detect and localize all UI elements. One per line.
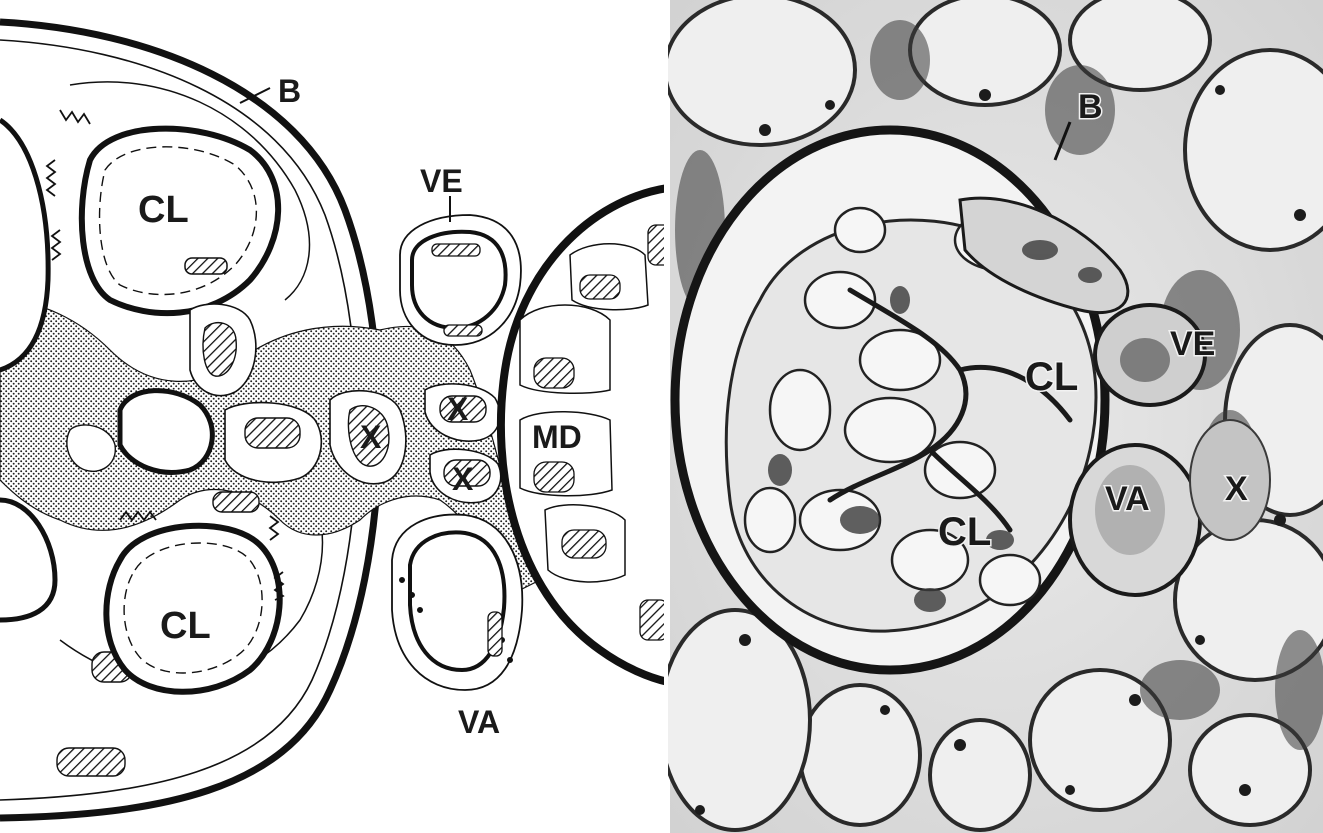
label-x-lower: X	[452, 461, 474, 497]
hatched-nucleus	[580, 275, 620, 299]
hatched-nucleus	[213, 492, 259, 512]
label-ve: VE	[420, 163, 463, 199]
label-cl-bottom: CL	[160, 605, 211, 647]
label-md: MD	[532, 419, 582, 455]
hatched-nucleus	[432, 244, 480, 256]
label-va: VA	[458, 704, 500, 740]
label-x-center: X	[360, 419, 382, 455]
label-b: B	[278, 73, 301, 109]
hatched-nucleus	[444, 325, 482, 336]
hatched-nucleus	[534, 358, 574, 388]
label-ve-micrograph: VE	[1170, 325, 1215, 363]
label-cl-top: CL	[138, 189, 189, 231]
hatched-nucleus	[640, 600, 668, 640]
hatched-nucleus	[562, 530, 606, 558]
schematic-drawing: B VE CL X X X MD CL VA	[0, 0, 672, 833]
hatched-nucleus	[185, 258, 227, 274]
hatched-nucleus	[534, 462, 574, 492]
capillary-loop-central	[120, 391, 212, 473]
label-cl-lower-micrograph: CL	[938, 510, 991, 554]
hatched-nucleus	[488, 612, 502, 656]
hatched-nucleus	[57, 748, 125, 776]
label-va-micrograph: VA	[1105, 480, 1150, 518]
hatched-nucleus	[245, 418, 300, 448]
label-x-micrograph: X	[1225, 470, 1248, 508]
label-x-upper: X	[447, 391, 469, 427]
micrograph: B VE CL CL VA X	[660, 0, 1323, 833]
label-cl-upper-micrograph: CL	[1025, 355, 1078, 399]
label-b-micrograph: B	[1078, 88, 1103, 126]
